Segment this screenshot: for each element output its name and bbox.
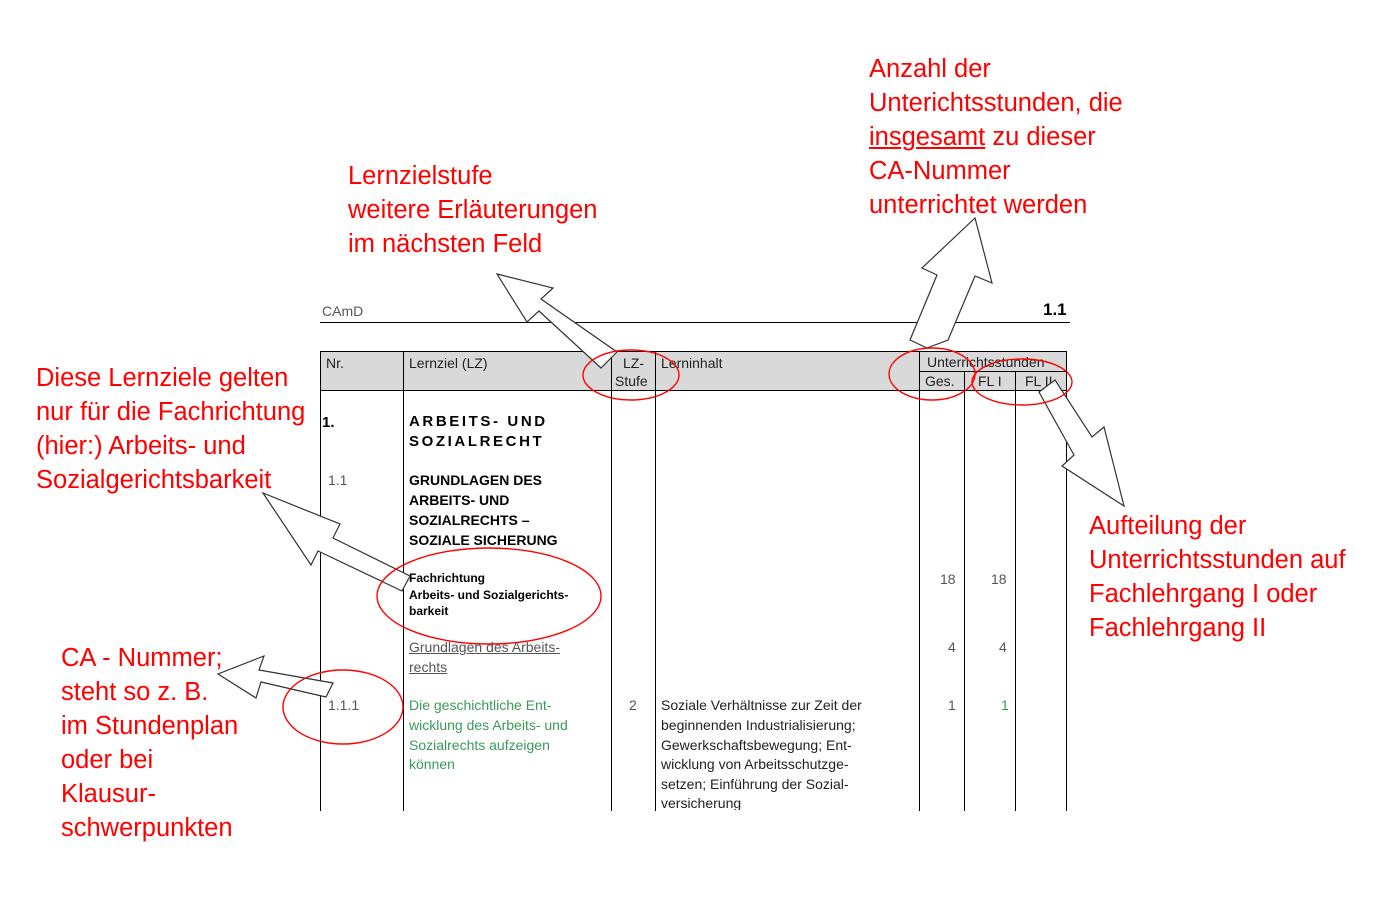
row5-lz-line2: wicklung des Arbeits- und: [409, 717, 568, 733]
col-header-nr: Nr.: [326, 355, 344, 371]
row2-title-line1: GRUNDLAGEN DES: [409, 472, 543, 488]
row2-title-line2: ARBEITS- UND: [409, 492, 510, 508]
subheader-rule: [919, 371, 1066, 372]
column-line: [320, 351, 321, 811]
circle-fachrichtung: [376, 547, 602, 645]
annotation-anzahl-line: insgesamt zu dieser: [869, 120, 1123, 154]
row1-title-line2: SOZIALRECHT: [409, 433, 545, 450]
header-right-number: 1.1: [1043, 300, 1067, 319]
annotation-lernzielstufe-line: Lernzielstufe: [348, 162, 493, 190]
annotation-ca-nummer-line: oder bei: [61, 746, 154, 774]
annotation-ca-nummer: CA - Nummer; steht so z. B. im Stundenpl…: [61, 641, 238, 845]
row2-title-line4: SOZIALE SICHERUNG: [409, 532, 558, 548]
arrow-aufteilung: [1038, 379, 1125, 508]
row4-text-line1: Grundlagen des Arbeits-: [409, 639, 560, 655]
annotation-aufteilung-line: Fachlehrgang I oder: [1089, 580, 1318, 608]
row3-text-line2: Arbeits- und Sozialgerichts-: [409, 588, 569, 602]
annotation-anzahl-line: Anzahl der: [869, 55, 991, 83]
annotation-ca-nummer-line: schwerpunkten: [61, 814, 233, 842]
row5-inhalt-line3: Gewerkschaftsbewegung; Ent-: [661, 737, 852, 753]
annotation-fachrichtung-line: nur für die Fachrichtung: [36, 398, 306, 426]
row1-nr: 1.: [322, 414, 335, 431]
row2-title-line3: SOZIALRECHTS –: [409, 512, 530, 528]
annotation-fachrichtung-line: Sozialgerichtsbarkeit: [36, 466, 272, 494]
circle-ca-nummer: [282, 669, 404, 745]
annotation-anzahl-line: unterrichtet werden: [869, 191, 1088, 219]
row5-lz-line4: können: [409, 756, 455, 772]
annotation-ca-nummer-line: im Stundenplan: [61, 712, 239, 740]
row5-lz-line3: Sozialrechts aufzeigen: [409, 737, 550, 753]
column-line: [1066, 351, 1067, 811]
row4-ges: 4: [948, 639, 956, 655]
row5-inhalt-line4: wicklung von Arbeitsschutzge-: [661, 756, 849, 772]
row3-ges: 18: [940, 571, 956, 587]
annotation-anzahl: Anzahl der Unterichtsstunden, die insges…: [869, 52, 1123, 222]
column-line: [611, 351, 612, 811]
annotation-aufteilung-line: Unterrichtsstunden auf: [1089, 546, 1346, 574]
annotation-aufteilung-line: Aufteilung der: [1089, 512, 1247, 540]
column-line: [919, 351, 920, 811]
row5-ges: 1: [948, 697, 956, 713]
row5-lz-line1: Die geschichtliche Ent-: [409, 697, 552, 713]
row2-nr: 1.1: [328, 472, 348, 488]
annotation-anzahl-line: CA-Nummer: [869, 157, 1011, 185]
annotation-lernzielstufe-line: im nächsten Feld: [348, 230, 543, 258]
arrow-ca-nummer: [216, 654, 334, 699]
col-header-lz-stufe-1: LZ-: [623, 355, 644, 371]
col-header-unterrichtsstunden: Unterrichtsstunden: [927, 354, 1045, 370]
arrow-lernzielstufe: [495, 273, 618, 369]
row5-inhalt-line2: beginnenden Industrialisierung;: [661, 717, 856, 733]
col-header-ges: Ges.: [925, 373, 955, 389]
column-line: [964, 371, 965, 811]
row5-inhalt-line1: Soziale Verhältnisse zur Zeit der: [661, 697, 862, 713]
annotation-lernzielstufe: Lernzielstufe weitere Erläuterungen im n…: [348, 159, 597, 261]
col-header-fl1: FL I: [978, 373, 1002, 389]
row3-text-line3: barkeit: [409, 604, 449, 618]
annotation-aufteilung: Aufteilung der Unterrichtsstunden auf Fa…: [1089, 509, 1346, 645]
arrow-fachrichtung: [261, 491, 411, 592]
annotation-fachrichtung: Diese Lernziele gelten nur für die Fachr…: [36, 361, 305, 497]
annotation-aufteilung-line: Fachlehrgang II: [1089, 614, 1267, 642]
row3-fl1: 18: [991, 571, 1007, 587]
annotation-anzahl-rest: zu dieser: [985, 123, 1096, 151]
header-rule: [320, 322, 1070, 323]
annotation-fachrichtung-line: Diese Lernziele gelten: [36, 364, 289, 392]
row4-text-line2: rechts: [409, 659, 448, 675]
row5-inhalt-line6: versicherung: [661, 795, 742, 810]
row5-inhalt-line5: setzen; Einführung der Sozial-: [661, 776, 849, 792]
annotation-ca-nummer-line: Klausur-: [61, 780, 156, 808]
circle-fl: [971, 358, 1073, 406]
annotation-ca-nummer-line: steht so z. B.: [61, 678, 209, 706]
annotation-fachrichtung-line: (hier:) Arbeits- und: [36, 432, 246, 460]
row3-text-line1: Fachrichtung: [409, 571, 486, 585]
col-header-lernziel: Lernziel (LZ): [409, 355, 488, 371]
row5-stufe: 2: [629, 697, 637, 713]
arrow-anzahl: [909, 216, 993, 349]
header-left-label: CAmD: [322, 303, 364, 319]
circle-ges: [888, 347, 976, 401]
circle-lz-stufe: [582, 349, 680, 401]
row5-nr: 1.1.1: [328, 697, 360, 713]
annotation-anzahl-line: Unterichtsstunden, die: [869, 89, 1123, 117]
annotation-ca-nummer-line: CA - Nummer;: [61, 644, 223, 672]
row4-fl1: 4: [999, 639, 1007, 655]
col-header-fl2: FL II: [1025, 373, 1053, 389]
annotation-anzahl-underlined: insgesamt: [869, 123, 986, 151]
col-header-lz-stufe-2: Stufe: [615, 373, 648, 389]
row5-fl1: 1: [1001, 697, 1009, 713]
column-line: [655, 351, 656, 811]
annotation-lernzielstufe-line: weitere Erläuterungen: [348, 196, 598, 224]
column-line: [1015, 371, 1016, 811]
row1-title-line1: ARBEITS- UND: [409, 413, 548, 430]
